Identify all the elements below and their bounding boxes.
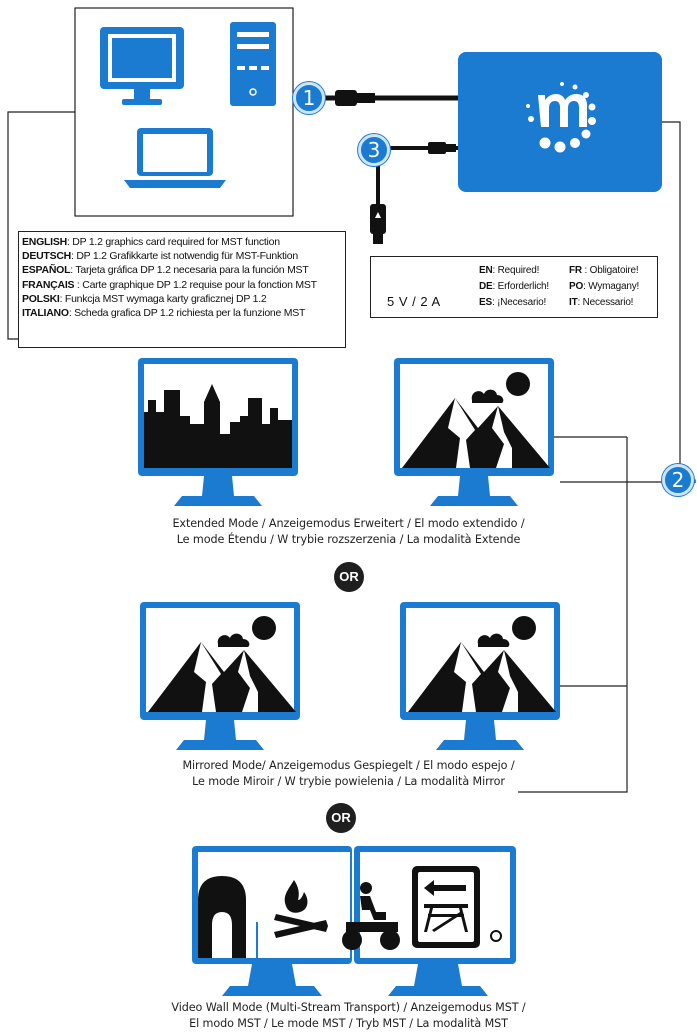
requirement-text: : DP 1.2 graphics card required for MST …: [66, 236, 280, 248]
requirement-text: : Carte graphique DP 1.2 requise pour la…: [74, 278, 317, 291]
extended-mode-caption: Extended Mode / Anzeigemodus Erweitert /…: [0, 516, 697, 548]
desktop-monitor-icon: [100, 27, 184, 105]
requirement-note-line: FRANÇAIS : Carte graphique DP 1.2 requis…: [22, 278, 345, 292]
power-required-text: : Obligatoire!: [581, 265, 639, 276]
mirrored-mode-monitor-right: [400, 602, 560, 750]
power-required-line: EN: Required!: [479, 263, 549, 279]
requirement-note-line: POLSKI: Funkcja MST wymaga karty graficz…: [22, 292, 345, 306]
step-3-badge: 3: [358, 134, 390, 166]
power-required-text: : Required!: [492, 265, 540, 276]
power-requirement-box: 5 V / 2 A EN: Required!DE: Erforderlich!…: [370, 256, 658, 318]
power-required-line: IT: Necessario!: [569, 295, 639, 311]
videowall-mode-caption-line2: El modo MST / Le mode MST / Tryb MST / L…: [189, 1017, 508, 1030]
mst-requirement-notes: ENGLISH: DP 1.2 graphics card required f…: [18, 231, 346, 348]
language-code: ITALIANO: [22, 307, 69, 320]
language-note-connector: [7, 111, 75, 340]
power-rating-label: 5 V / 2 A: [387, 294, 441, 309]
power-required-line: DE: Erforderlich!: [479, 279, 549, 295]
power-required-line: ES: ¡Necesario!: [479, 295, 549, 311]
requirement-note-line: ESPAÑOL: Tarjeta gráfica DP 1.2 necesari…: [22, 263, 345, 277]
mirrored-mode-monitor-left: [140, 602, 300, 750]
power-language-code: PO: [569, 281, 584, 292]
extended-mode-caption-line2: Le mode Étendu / W trybie rozszerzenia /…: [176, 533, 521, 546]
mirrored-mode-caption-line2: Le mode Miroir / W trybie powielenia / L…: [192, 775, 505, 788]
mirrored-mode-caption-line1: Mirrored Mode/ Anzeigemodus Gespiegelt /…: [182, 759, 515, 772]
power-required-text: : Erforderlich!: [492, 281, 550, 292]
mst-hub-device: [458, 52, 662, 192]
video-wall-monitor-left: [192, 846, 352, 996]
extended-mode-monitor-right: [394, 358, 554, 506]
power-required-line: FR : Obligatoire!: [569, 263, 639, 279]
extended-mode-monitor-left: [138, 358, 298, 506]
atv-rider-icon: [342, 882, 400, 950]
extended-mode-caption-line1: Extended Mode / Anzeigemodus Erweitert /…: [172, 517, 525, 530]
requirement-text: : Tarjeta gráfica DP 1.2 necesaria para …: [70, 264, 309, 277]
or-badge-2: OR: [326, 803, 356, 833]
picnic-area-sign-icon: [412, 866, 480, 948]
power-required-text: : ¡Necesario!: [491, 297, 547, 308]
language-code: ESPAÑOL: [22, 264, 71, 277]
power-required-col1: EN: Required!DE: Erforderlich!ES: ¡Neces…: [479, 263, 549, 311]
mirrored-mode-caption: Mirrored Mode/ Anzeigemodus Gespiegelt /…: [0, 758, 697, 790]
power-language-code: EN: [479, 265, 493, 276]
tower-pc-icon: [230, 22, 276, 106]
power-language-code: FR: [569, 265, 582, 276]
requirement-text: : DP 1.2 Grafikkarte ist notwendig für M…: [71, 250, 298, 263]
videowall-mode-caption: Video Wall Mode (Multi-Stream Transport)…: [0, 1000, 697, 1032]
language-code: DEUTSCH: [22, 250, 72, 263]
language-code: FRANÇAIS: [22, 278, 75, 291]
language-code: ENGLISH: [22, 236, 67, 248]
hub-logo-icon: [526, 82, 596, 153]
step-1-badge: 1: [293, 82, 325, 114]
power-required-col2: FR : Obligatoire!PO: Wymagany!IT: Necess…: [569, 263, 639, 311]
campfire-icon: [274, 880, 328, 938]
videowall-mode-caption-line1: Video Wall Mode (Multi-Stream Transport)…: [171, 1001, 526, 1014]
requirement-note-line: ENGLISH: DP 1.2 graphics card required f…: [22, 235, 345, 249]
power-required-line: PO: Wymagany!: [569, 279, 639, 295]
requirement-text: : Funkcja MST wymaga karty graficznej DP…: [59, 292, 267, 305]
power-required-text: : Necessario!: [577, 297, 634, 308]
power-language-code: DE: [479, 281, 493, 292]
or-badge-1: OR: [334, 562, 364, 592]
requirement-note-line: DEUTSCH: DP 1.2 Grafikkarte ist notwendi…: [22, 249, 345, 263]
power-required-text: : Wymagany!: [583, 281, 640, 292]
video-wall-monitor-right: [342, 846, 516, 996]
laptop-icon: [124, 128, 226, 188]
step-2-badge: 2: [662, 464, 694, 496]
language-code: POLSKI: [22, 292, 60, 305]
power-language-code: IT: [569, 297, 578, 308]
requirement-text: : Scheda grafica DP 1.2 richiesta per la…: [68, 307, 306, 320]
power-language-code: ES: [479, 297, 492, 308]
requirement-note-line: ITALIANO: Scheda grafica DP 1.2 richiest…: [22, 306, 345, 320]
